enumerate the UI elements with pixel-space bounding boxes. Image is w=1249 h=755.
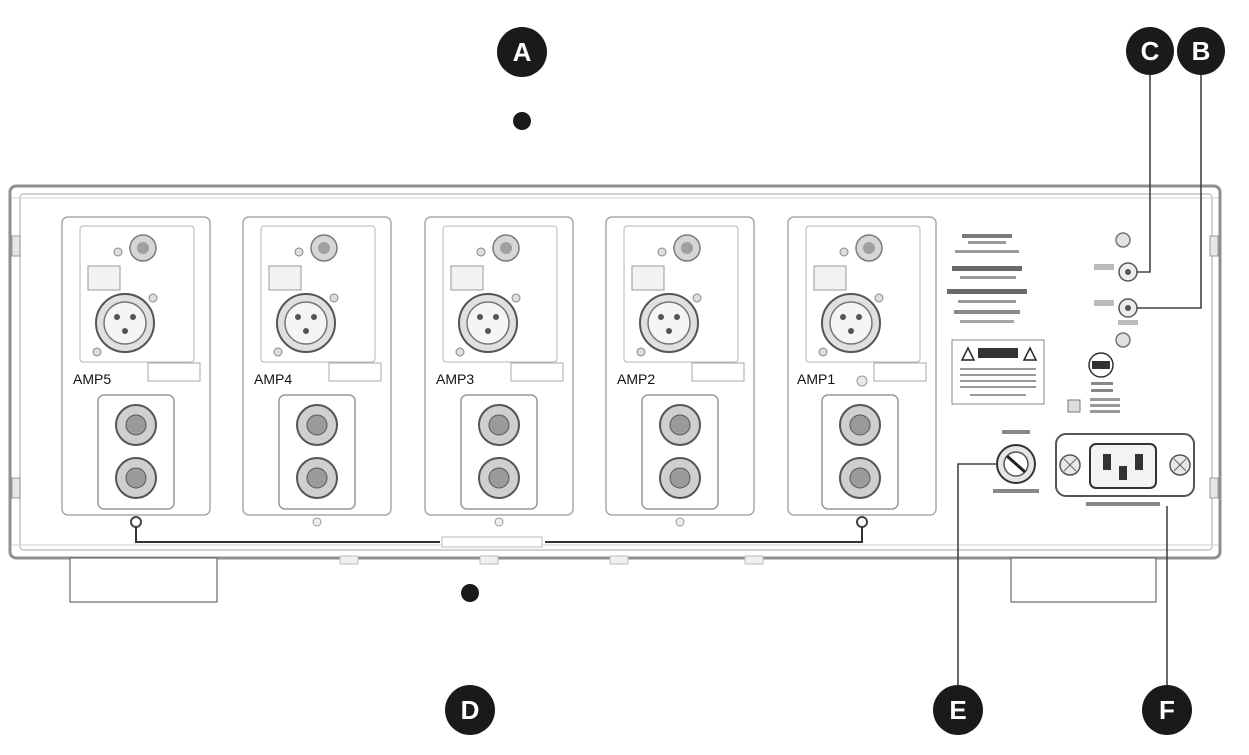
callout-d: D: [445, 685, 495, 735]
callout-c: C: [1126, 27, 1174, 75]
mounting-hole-bottom: [461, 584, 479, 602]
certification-mark: [1067, 352, 1120, 413]
amp-module: AMP1: [787, 216, 937, 528]
ac-power-inlet[interactable]: [1055, 433, 1195, 506]
callout-f: F: [1142, 685, 1192, 735]
amp-label: AMP2: [617, 371, 655, 387]
svg-text:C: C: [1141, 36, 1160, 66]
amp-module: AMP4: [242, 216, 392, 527]
callout-b: B: [1177, 27, 1225, 75]
svg-text:B: B: [1192, 36, 1211, 66]
rating-label-block: [947, 234, 1027, 323]
foot-right: [1010, 557, 1157, 603]
chassis-feet: [69, 555, 1157, 603]
link-wire: [135, 527, 863, 543]
svg-text:A: A: [513, 37, 532, 67]
amp-label: AMP5: [73, 371, 111, 387]
trigger-section: [1094, 232, 1138, 348]
amp-label: AMP4: [254, 371, 292, 387]
leader-lines: [957, 74, 1202, 685]
svg-text:E: E: [949, 695, 966, 725]
amp-module: AMP2: [605, 216, 755, 527]
amp-label: AMP1: [797, 371, 835, 387]
amp-module: AMP5: [61, 216, 211, 528]
foot-left: [69, 557, 218, 603]
warning-label: [951, 339, 1045, 405]
amp-module: AMP3: [424, 216, 574, 527]
amp-modules: AMP5 AMP4: [61, 216, 937, 528]
link-label-plate: [441, 536, 543, 548]
svg-text:F: F: [1159, 695, 1175, 725]
callout-a: A: [497, 27, 547, 77]
mounting-hole-top: [513, 112, 531, 130]
fuse-holder[interactable]: [993, 430, 1039, 493]
amp-label: AMP3: [436, 371, 474, 387]
callout-e: E: [933, 685, 983, 735]
svg-text:D: D: [461, 695, 480, 725]
